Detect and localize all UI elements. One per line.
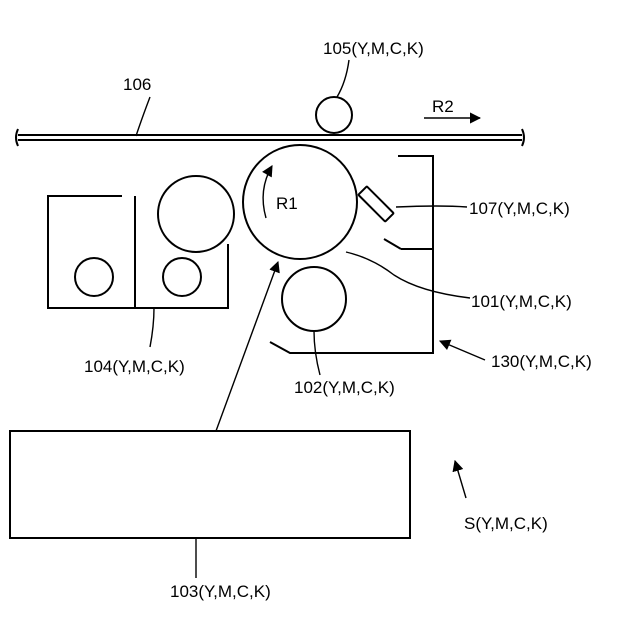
label-transfer-roller: 105(Y,M,C,K) [323, 39, 424, 58]
label-drum-rotation: R1 [276, 194, 298, 213]
toner-supply-roller-left [75, 258, 113, 296]
drum-rotation-arrow [263, 166, 272, 218]
primary-transfer-roller [316, 97, 352, 133]
label-belt: 106 [123, 75, 151, 94]
label-cleaning-blade: 107(Y,M,C,K) [469, 199, 570, 218]
developing-unit [48, 176, 234, 308]
label-developing-unit: 104(Y,M,C,K) [84, 357, 185, 376]
label-exposure-unit: 103(Y,M,C,K) [170, 582, 271, 601]
label-belt-direction: R2 [432, 97, 454, 116]
exposure-unit [10, 431, 410, 538]
label-drum: 101(Y,M,C,K) [471, 292, 572, 311]
developing-roller [158, 176, 234, 252]
photosensitive-drum [243, 145, 357, 259]
laser-beam-arrow [216, 262, 278, 431]
transfer-belt [16, 129, 524, 146]
leader-lines [136, 60, 470, 578]
charging-roller [282, 267, 346, 331]
cleaning-blade [358, 186, 393, 221]
label-charging-roller: 102(Y,M,C,K) [294, 378, 395, 397]
toner-supply-roller-right [163, 258, 201, 296]
cartridge-indicator-arrow [440, 341, 485, 360]
label-station: S(Y,M,C,K) [464, 514, 548, 533]
label-cartridge: 130(Y,M,C,K) [491, 352, 592, 371]
station-indicator-arrow [455, 461, 466, 498]
